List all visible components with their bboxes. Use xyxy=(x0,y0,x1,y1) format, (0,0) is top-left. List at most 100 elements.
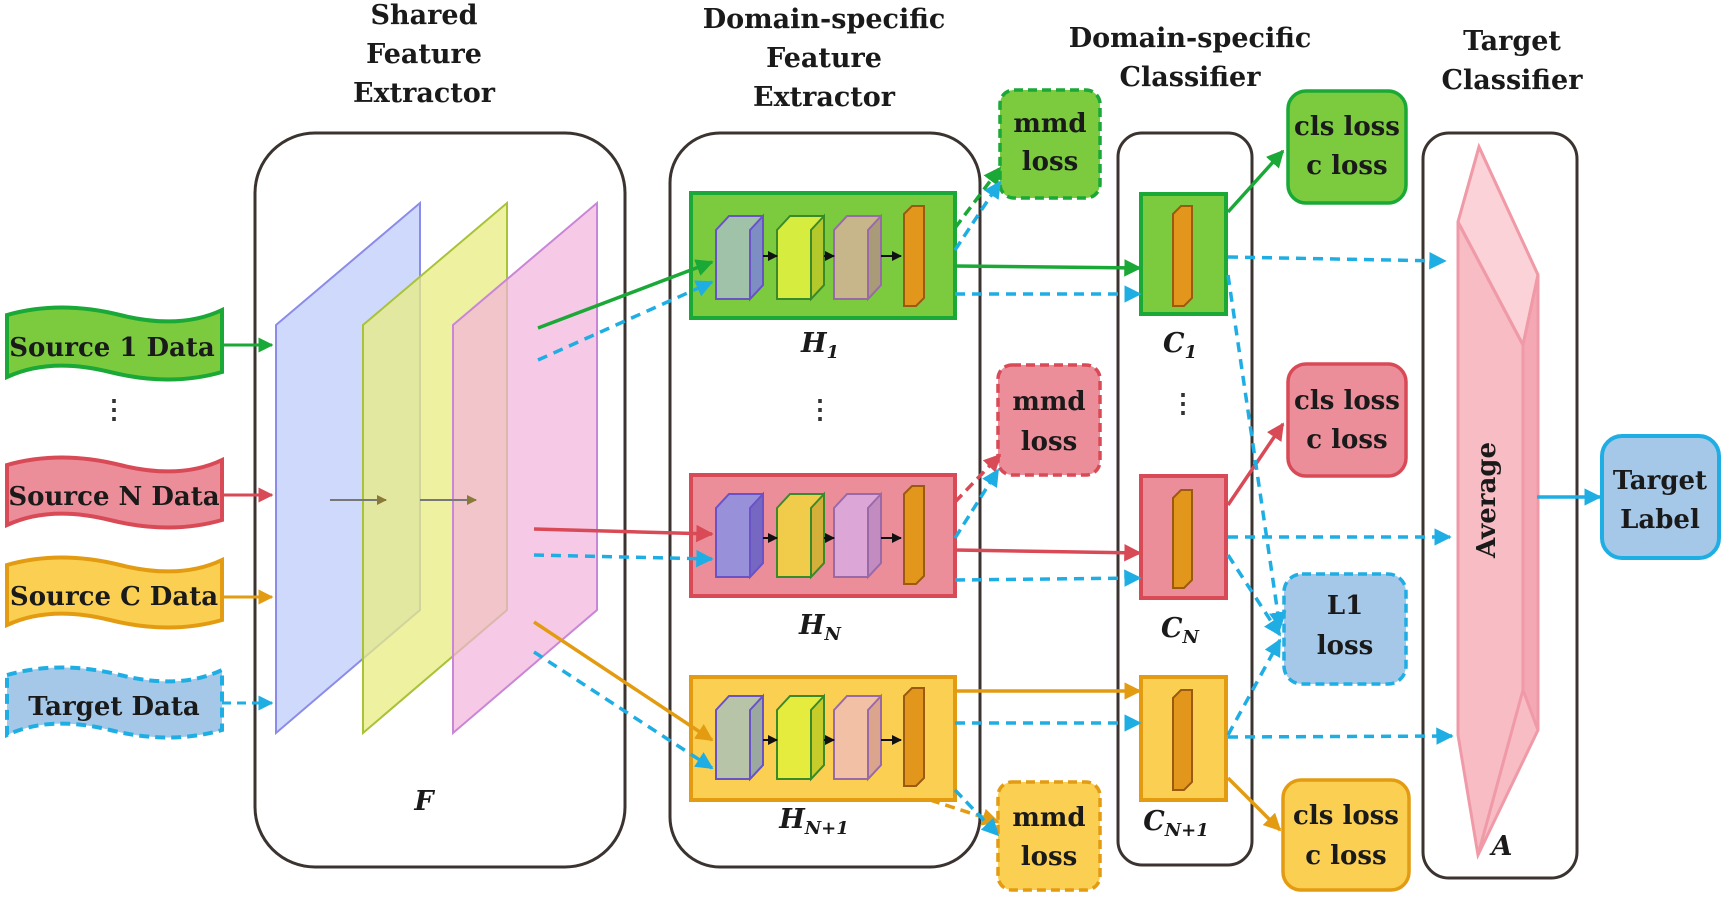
F-to-HN1-arrow xyxy=(533,620,714,742)
svg-text:Feature: Feature xyxy=(366,39,482,70)
C1-to-l1-arrow xyxy=(1226,274,1287,630)
domain-extractor-container xyxy=(668,131,982,869)
svg-text:Domain-specific: Domain-specific xyxy=(703,4,946,35)
C1-block xyxy=(1139,192,1228,316)
H1-block xyxy=(689,191,957,320)
svg-text:L1: L1 xyxy=(1327,591,1363,621)
svg-text:Source 1 Data: Source 1 Data xyxy=(9,333,215,363)
shared-extractor-header: Shared Feature Extractor xyxy=(353,0,496,109)
sourceN-data-input: Source N Data xyxy=(5,455,224,530)
H1-conv-3 xyxy=(833,213,882,302)
HN1-to-mmd-arrow xyxy=(929,798,1000,826)
cls-loss-N: cls loss c loss xyxy=(1286,362,1408,478)
svg-text:Extractor: Extractor xyxy=(353,78,496,109)
source1-data-input: Source 1 Data xyxy=(5,305,224,382)
HN-conv-2 xyxy=(776,491,825,580)
target-classifier-container xyxy=(1421,131,1579,880)
target-classifier-header: Target Classifier xyxy=(1442,26,1584,96)
svg-text:HN+1: HN+1 xyxy=(778,804,849,839)
H1-to-C1-arrow xyxy=(954,259,1142,277)
HN-block xyxy=(689,473,957,598)
HN1-conv-1 xyxy=(715,693,764,782)
svg-text:HN: HN xyxy=(798,610,843,645)
classifier-ellipsis: ⋮ xyxy=(1170,389,1196,419)
HN-label: HN xyxy=(798,610,843,645)
mmd-loss-1: mmd loss xyxy=(998,88,1102,200)
CN1-to-cls-arrow xyxy=(1226,776,1282,832)
svg-text:mmd: mmd xyxy=(1013,109,1086,139)
F-to-HN-arrow xyxy=(533,524,714,543)
l1-loss: L1 loss xyxy=(1282,572,1408,686)
sourceC-data-input: Source C Data xyxy=(5,555,224,630)
HN1-conv-3 xyxy=(833,693,882,782)
HN-to-mmd-target-arrow xyxy=(953,468,1000,539)
average-block: Average xyxy=(1456,142,1540,860)
cls-loss-N1: cls loss c loss xyxy=(1281,778,1411,892)
input-ellipsis: ⋮ xyxy=(101,395,127,425)
HN-to-mmd-arrow xyxy=(953,453,1002,504)
H1-conv-1 xyxy=(715,213,764,302)
domain-classifier-container xyxy=(1116,131,1254,867)
svg-text:loss: loss xyxy=(1021,427,1078,457)
domain-feature-extractor-header: Domain-specific Feature Extractor xyxy=(703,4,946,113)
CN1-label: CN+1 xyxy=(1143,806,1209,841)
svg-text:CN: CN xyxy=(1161,613,1201,648)
svg-text:cls loss: cls loss xyxy=(1293,801,1399,831)
CN1-to-A-arrow xyxy=(1227,727,1454,745)
target-data-input: Target Data xyxy=(5,665,224,740)
svg-text:Target Data: Target Data xyxy=(28,692,200,722)
F-to-H1-arrow xyxy=(537,259,714,330)
H1-to-mmd-target-arrow xyxy=(953,180,1002,251)
HN1-to-mmd-target-arrow xyxy=(953,788,1000,837)
svg-text:Shared: Shared xyxy=(371,0,478,31)
CN-block xyxy=(1139,474,1228,600)
C1-to-cls-arrow xyxy=(1226,149,1285,214)
svg-text:c loss: c loss xyxy=(1306,151,1387,181)
svg-text:Source C Data: Source C Data xyxy=(10,582,218,612)
F-to-HN-target-arrow xyxy=(533,549,714,568)
shared-layer-3 xyxy=(452,200,598,736)
H1-fc xyxy=(903,205,925,307)
CN1-block xyxy=(1139,675,1228,802)
extractor-ellipsis: ⋮ xyxy=(807,395,833,425)
svg-text:Classifier: Classifier xyxy=(1442,65,1584,96)
svg-text:loss: loss xyxy=(1021,842,1078,872)
F-label: F xyxy=(413,786,435,817)
svg-text:Feature: Feature xyxy=(766,43,882,74)
svg-text:mmd: mmd xyxy=(1012,387,1085,417)
HN-to-CN-arrow xyxy=(954,543,1142,562)
svg-text:C1: C1 xyxy=(1163,328,1197,363)
HN1-block xyxy=(689,675,957,802)
H1-label: H1 xyxy=(800,328,839,363)
svg-text:cls loss: cls loss xyxy=(1294,386,1400,416)
target-label-output: Target Label xyxy=(1600,434,1721,560)
svg-text:Target: Target xyxy=(1463,26,1561,57)
svg-text:Label: Label xyxy=(1620,505,1700,535)
svg-text:loss: loss xyxy=(1022,147,1079,177)
CN-label: CN xyxy=(1161,613,1201,648)
HN1-fc xyxy=(903,687,925,787)
svg-text:H1: H1 xyxy=(800,328,839,363)
C1-label: C1 xyxy=(1163,328,1197,363)
CN1-to-l1-arrow xyxy=(1226,638,1282,736)
HN1-label: HN+1 xyxy=(778,804,849,839)
svg-text:c loss: c loss xyxy=(1306,425,1387,455)
C1-to-A-arrow xyxy=(1227,251,1447,270)
HN-conv-1 xyxy=(715,491,764,580)
H1-to-mmd-arrow xyxy=(953,166,1002,230)
domain-classifier-header: Domain-specific Classifier xyxy=(1069,23,1312,93)
svg-text:mmd: mmd xyxy=(1012,803,1085,833)
shared-extractor-container xyxy=(253,131,627,869)
svg-text:Average: Average xyxy=(1472,442,1502,559)
svg-text:cls loss: cls loss xyxy=(1294,112,1400,142)
F-to-HN1-target-arrow xyxy=(533,650,714,770)
svg-text:CN+1: CN+1 xyxy=(1143,806,1209,841)
HN-fc xyxy=(903,485,925,585)
svg-text:Target: Target xyxy=(1613,466,1707,496)
svg-text:Classifier: Classifier xyxy=(1120,62,1262,93)
HN-conv-3 xyxy=(833,491,882,580)
A-label: A xyxy=(1489,831,1513,862)
HN1-conv-2 xyxy=(776,693,825,782)
svg-text:c loss: c loss xyxy=(1305,841,1386,871)
